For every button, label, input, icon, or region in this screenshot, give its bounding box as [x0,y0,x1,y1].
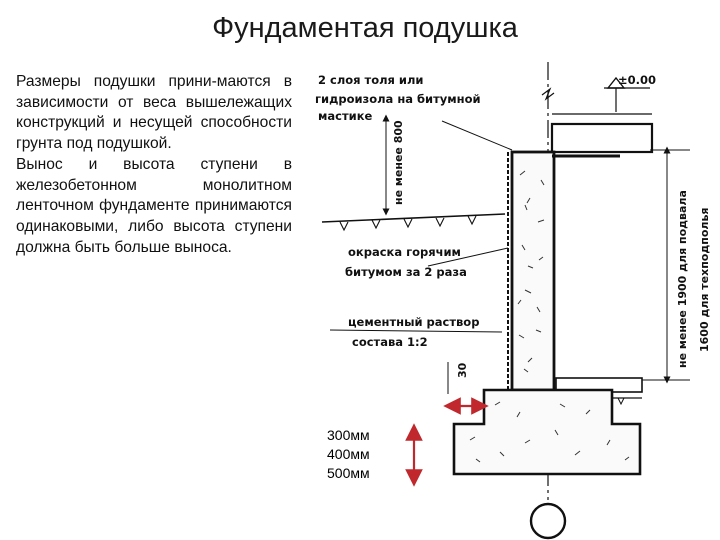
dimension-value: 400мм [327,446,370,462]
mortar-leader [329,329,503,333]
description-text: Размеры подушки прини-маются в зависимос… [16,72,292,258]
description-paragraph-2: Вынос и высота ступени в железобетонном … [16,155,292,256]
foundation-wall [510,150,556,392]
bitumen-label-line-1: окраска горячим [348,245,461,259]
zero-level-label: ±0.00 [618,73,656,87]
axis-break-mark [541,87,555,101]
basement-height-label-2: 1600 для техподполья [698,208,711,352]
dimension-value: 500мм [327,465,370,481]
ground-hatch [339,215,477,232]
waterproof-leader [441,120,513,151]
floor-slab [550,122,654,154]
axis-marker-circle [529,502,567,540]
mortar-label-line-1: цементный раствор [348,315,479,329]
description-paragraph-1: Размеры подушки прини-маются в зависимос… [16,73,292,153]
dim-30-label: 30 [456,362,469,378]
step-dimension-list: 300мм 400мм 500мм [327,426,370,483]
dimension-value: 300мм [327,427,370,443]
basement-height-label-1: не менее 1900 для подвала [676,190,689,368]
bitumen-label-line-2: битумом за 2 раза [345,265,467,279]
min-800-label: не менее 800 [392,120,405,205]
footing-concrete-hatch [469,401,630,463]
page-title: Фундаментая подушка [212,12,518,44]
ground-line [321,213,506,223]
waterproof-label-line-2: гидроизола на битумной [315,92,481,106]
footing-pad [452,388,642,476]
bitumen-leader [427,247,509,267]
wall-concrete-hatch [517,170,545,373]
waterproof-label-line-3: мастике [318,109,373,123]
mortar-label-line-2: состава 1:2 [352,335,428,349]
waterproof-label-line-1: 2 слоя толя или [318,73,423,87]
